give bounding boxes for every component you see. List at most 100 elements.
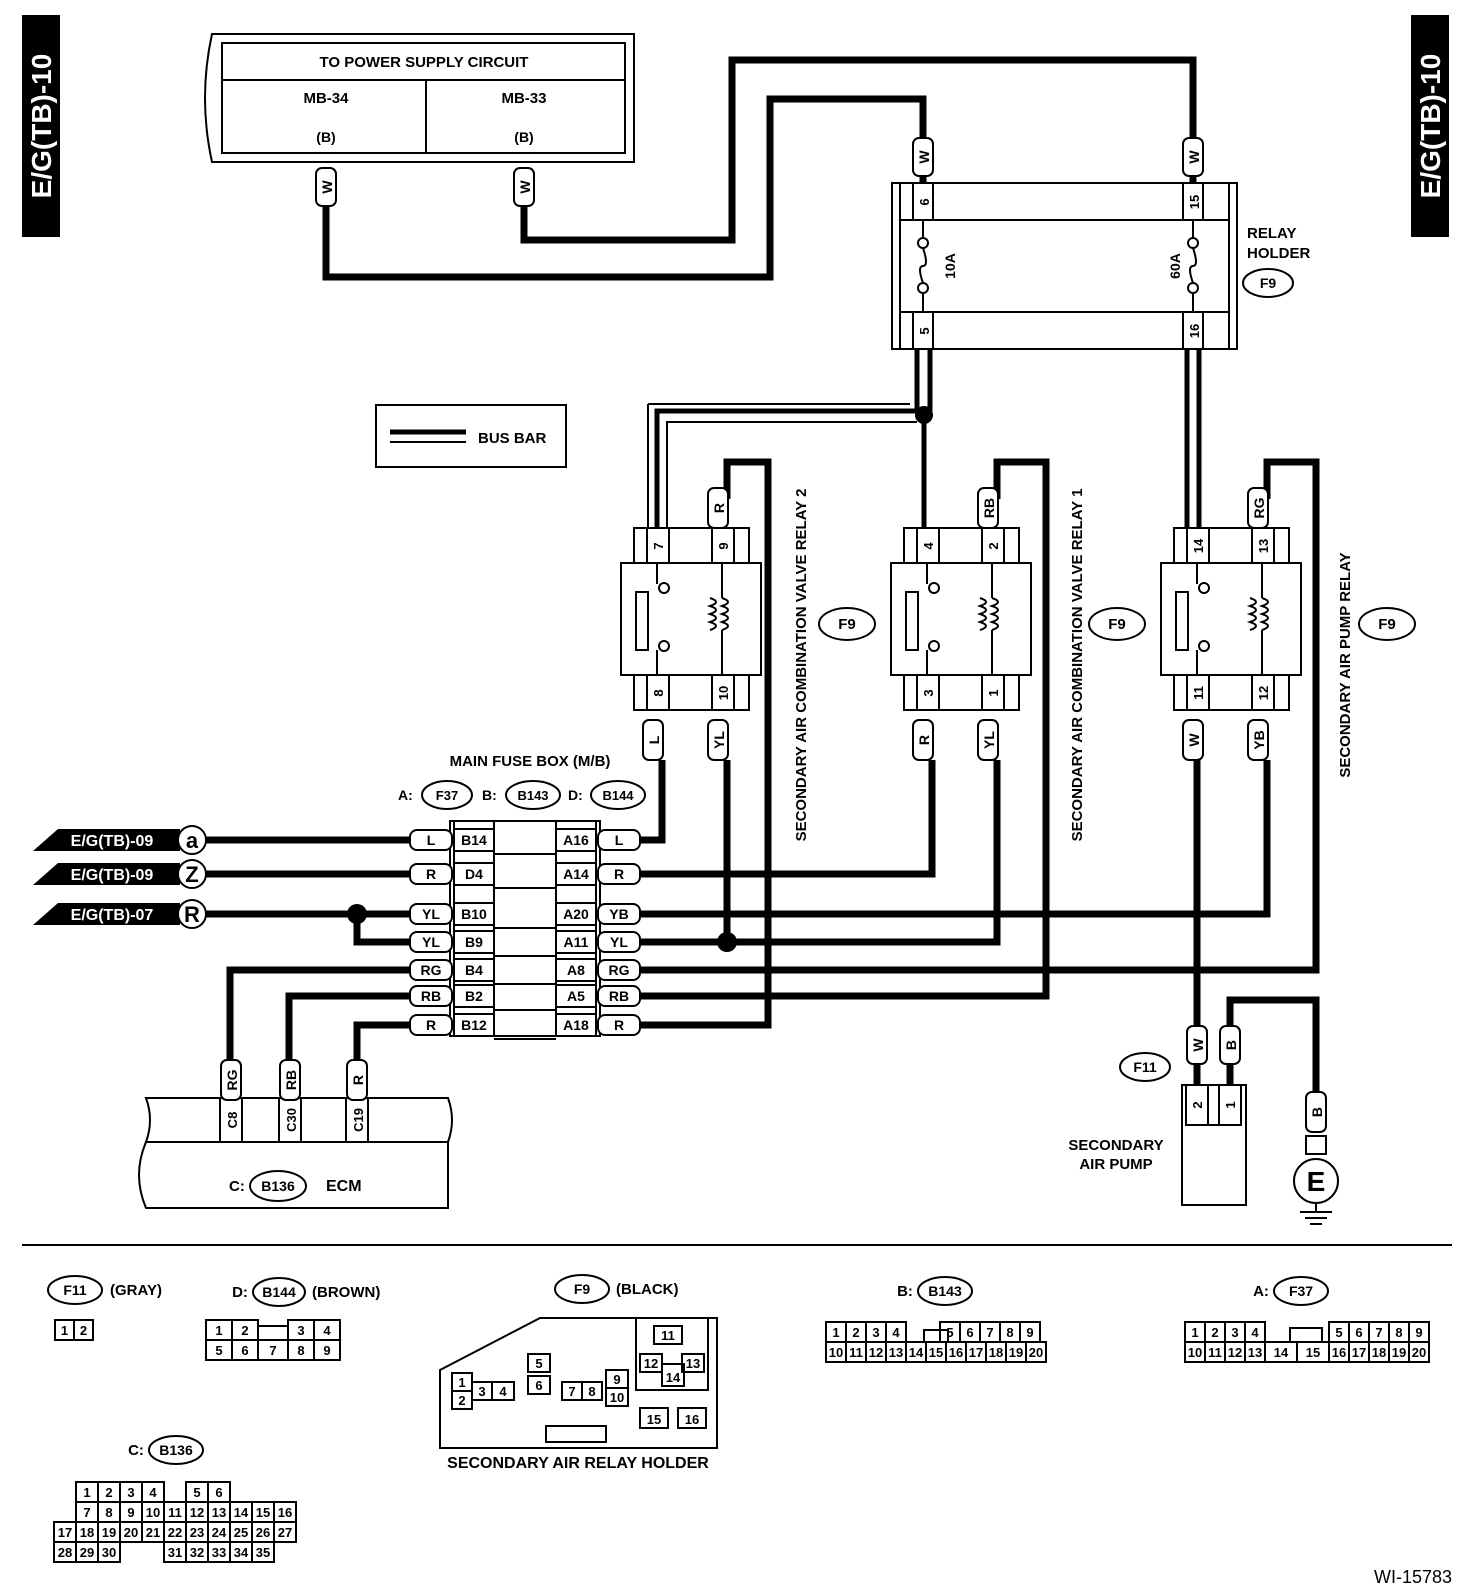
legend-pin: 2 [1211,1325,1218,1340]
relay-pin: 7 [651,542,666,549]
legend-pin: 3 [478,1384,485,1399]
legend-pin: 22 [168,1525,182,1540]
ecm-label: ECM [326,1178,362,1195]
legend-pin: 7 [568,1384,575,1399]
bus-bar-label: BUS BAR [478,430,547,447]
legend-pin: 33 [212,1545,226,1560]
relay-top-wire-tag-text: R [711,503,727,513]
row-left-wire: R [426,866,436,882]
bus-bar [647,349,1202,528]
legend-prefix: C: [128,1442,144,1459]
ecm-wire-tag: RB [279,1059,301,1101]
relay-pin: 9 [716,542,731,549]
relay-bottom-wire-tag-text: R [916,735,932,745]
mb33-label: MB-33 [501,90,546,107]
row-right-pin: A18 [563,1017,589,1033]
holder-pin-6: 6 [917,198,932,205]
mfb-prefix-a: A: [398,787,413,803]
legend-prefix: A: [1253,1283,1269,1300]
legend-pin: 2 [241,1323,248,1338]
legend-pin: 7 [1375,1325,1382,1340]
ecm-wire-tag: RG [220,1059,242,1101]
holder-pin-5: 5 [917,327,932,334]
pump-pin-1: 1 [1223,1101,1238,1108]
main-fuse-box-title: MAIN FUSE BOX (M/B) [450,753,611,770]
legend-code: B143 [928,1283,962,1299]
wire-tag-w-2: W [513,167,535,207]
row-left-pin: D4 [465,866,483,882]
relay-bottom-wire-tag-text: L [646,735,662,744]
legend-pin: 21 [146,1525,160,1540]
legend-pin: 31 [168,1545,182,1560]
relay-name: SECONDARY AIR COMBINATION VALVE RELAY 2 [793,489,810,842]
svg-text:B: B [1309,1107,1325,1117]
row-left-wire: YL [422,906,440,922]
relay-top-wire-tag-text: RG [1251,497,1267,518]
legend-pin: 10 [610,1390,624,1405]
relay-bottom-wire-tag-text: YL [981,731,997,749]
reference-letter: Z [185,862,198,887]
legend-pin: 5 [215,1343,222,1358]
svg-text:W: W [319,180,335,194]
legend-pin: 1 [83,1485,90,1500]
legend-pin: 16 [685,1412,699,1427]
legend-pin: 23 [190,1525,204,1540]
legend-pin: 4 [149,1485,157,1500]
legend-pin: 15 [929,1345,943,1360]
row-left-pin: B12 [461,1017,487,1033]
row-right-wire: L [615,832,624,848]
legend-pin: 10 [1188,1345,1202,1360]
legend-pin: 4 [323,1323,331,1338]
mb33-sub: (B) [514,129,533,145]
legend-pin: 18 [80,1525,94,1540]
bus-bar-legend: BUS BAR [375,404,567,468]
legend-pin: 19 [1392,1345,1406,1360]
svg-text:W: W [916,150,932,164]
relay-code: F9 [838,616,856,633]
row-right-pin: A5 [567,988,585,1004]
relay-holder-label-2: HOLDER [1247,245,1311,262]
row-left-wire: RB [421,988,441,1004]
relay-name: SECONDARY AIR PUMP RELAY [1337,552,1354,777]
relay-name: SECONDARY AIR COMBINATION VALVE RELAY 1 [1069,489,1086,842]
legend-pin: 3 [1231,1325,1238,1340]
legend-pin: 4 [1251,1325,1259,1340]
legend-pin: 13 [686,1356,700,1371]
pump-code: F11 [1133,1059,1157,1075]
mb34-label: MB-34 [303,90,349,107]
legend-pin: 17 [58,1525,72,1540]
row-right-wire: R [614,1017,624,1033]
wire-tag-w-4: W [1182,137,1204,177]
pump-label-2: AIR PUMP [1079,1156,1152,1173]
legend-pin: 7 [269,1343,276,1358]
ecm-pin: C19 [351,1108,366,1132]
pump-wire-tag-w: W [1186,1025,1208,1065]
pump-pin-2: 2 [1190,1101,1205,1108]
relay-pin: 3 [921,689,936,696]
legend-pin: 14 [234,1505,249,1520]
legend-pin: 9 [323,1343,330,1358]
legend-pin: 7 [986,1325,993,1340]
relay-bottom-wire-tag-text: YB [1251,730,1267,749]
legend-pin: 18 [1372,1345,1386,1360]
relay-pin: 12 [1256,686,1271,700]
relay-code: F9 [1108,616,1126,633]
ground-wire-tag: B [1305,1091,1327,1133]
mfb-code-b: B143 [517,788,548,803]
relay-pin: 2 [986,542,1001,549]
holder-pin-16: 16 [1187,324,1202,338]
legend-color: (GRAY) [110,1282,162,1299]
svg-text:W: W [1186,150,1202,164]
row-right-wire: RB [609,988,629,1004]
legend-pin: 19 [1009,1345,1023,1360]
reference-letter: R [184,902,200,927]
